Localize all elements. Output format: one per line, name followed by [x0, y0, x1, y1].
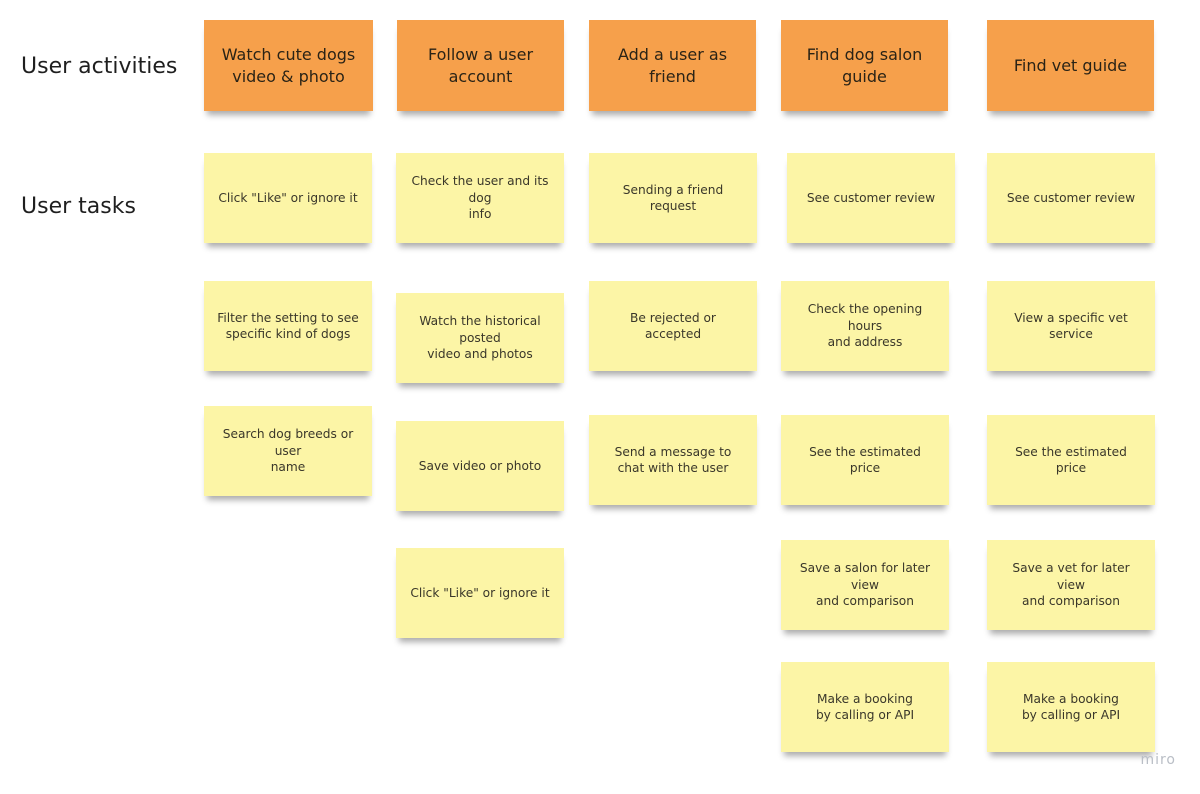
- task-note[interactable]: Watch the historical posted video and ph…: [396, 293, 564, 383]
- task-note-label: Click "Like" or ignore it: [410, 585, 550, 600]
- task-note[interactable]: Send a message to chat with the user: [589, 415, 757, 505]
- task-note-label: See the estimated price: [809, 444, 921, 476]
- activity-note-label: Add a user as friend: [617, 44, 728, 86]
- task-note-label: Save video or photo: [418, 458, 542, 473]
- activity-note-label: Watch cute dogs video & photo: [221, 44, 356, 86]
- task-note-label: Save a vet for later view and comparison: [1012, 561, 1130, 609]
- activity-note-label: Follow a user account: [427, 44, 534, 86]
- task-note-label: Search dog breeds or user name: [222, 427, 354, 475]
- task-note-label: Send a message to chat with the user: [614, 444, 732, 476]
- activity-note-watch-dogs[interactable]: Watch cute dogs video & photo: [204, 20, 373, 111]
- task-note[interactable]: Sending a friend request: [589, 153, 757, 243]
- task-note[interactable]: View a specific vet service: [987, 281, 1155, 371]
- task-note[interactable]: Save a vet for later view and comparison: [987, 540, 1155, 630]
- task-note-label: Make a booking by calling or API: [815, 691, 915, 723]
- task-note-label: Sending a friend request: [622, 182, 724, 214]
- task-note[interactable]: See customer review: [787, 153, 955, 243]
- task-note-label: Check the opening hours and address: [807, 302, 923, 350]
- task-note[interactable]: Save video or photo: [396, 421, 564, 511]
- task-note[interactable]: Search dog breeds or user name: [204, 406, 372, 496]
- task-note-label: View a specific vet service: [1014, 310, 1128, 342]
- task-note[interactable]: Filter the setting to see specific kind …: [204, 281, 372, 371]
- task-note-label: See the estimated price: [1015, 444, 1127, 476]
- miro-watermark: miro: [1140, 752, 1176, 768]
- activity-note-find-vet[interactable]: Find vet guide: [987, 20, 1154, 111]
- task-note-label: See customer review: [806, 190, 936, 205]
- row-label-activities: User activities: [21, 54, 178, 79]
- task-note[interactable]: Click "Like" or ignore it: [396, 548, 564, 638]
- task-note[interactable]: See the estimated price: [781, 415, 949, 505]
- task-note-label: See customer review: [1006, 190, 1136, 205]
- task-note[interactable]: Check the opening hours and address: [781, 281, 949, 371]
- activity-note-find-salon[interactable]: Find dog salon guide: [781, 20, 948, 111]
- task-note[interactable]: See the estimated price: [987, 415, 1155, 505]
- task-note[interactable]: See customer review: [987, 153, 1155, 243]
- task-note[interactable]: Check the user and its dog info: [396, 153, 564, 243]
- activity-note-label: Find dog salon guide: [806, 44, 923, 86]
- task-note-label: Check the user and its dog info: [411, 174, 549, 222]
- activity-note-label: Find vet guide: [1013, 55, 1128, 75]
- task-note-label: Save a salon for later view and comparis…: [799, 561, 931, 609]
- activity-note-follow-user[interactable]: Follow a user account: [397, 20, 564, 111]
- task-note-label: Click "Like" or ignore it: [218, 190, 358, 205]
- row-label-tasks: User tasks: [21, 194, 136, 219]
- task-note[interactable]: Make a booking by calling or API: [781, 662, 949, 752]
- task-note[interactable]: Save a salon for later view and comparis…: [781, 540, 949, 630]
- task-note[interactable]: Make a booking by calling or API: [987, 662, 1155, 752]
- task-note-label: Be rejected or accepted: [630, 310, 716, 342]
- task-note-label: Filter the setting to see specific kind …: [217, 310, 359, 342]
- task-note-label: Make a booking by calling or API: [1021, 691, 1121, 723]
- task-note[interactable]: Be rejected or accepted: [589, 281, 757, 371]
- task-note[interactable]: Click "Like" or ignore it: [204, 153, 372, 243]
- activity-note-add-friend[interactable]: Add a user as friend: [589, 20, 756, 111]
- task-note-label: Watch the historical posted video and ph…: [419, 314, 541, 362]
